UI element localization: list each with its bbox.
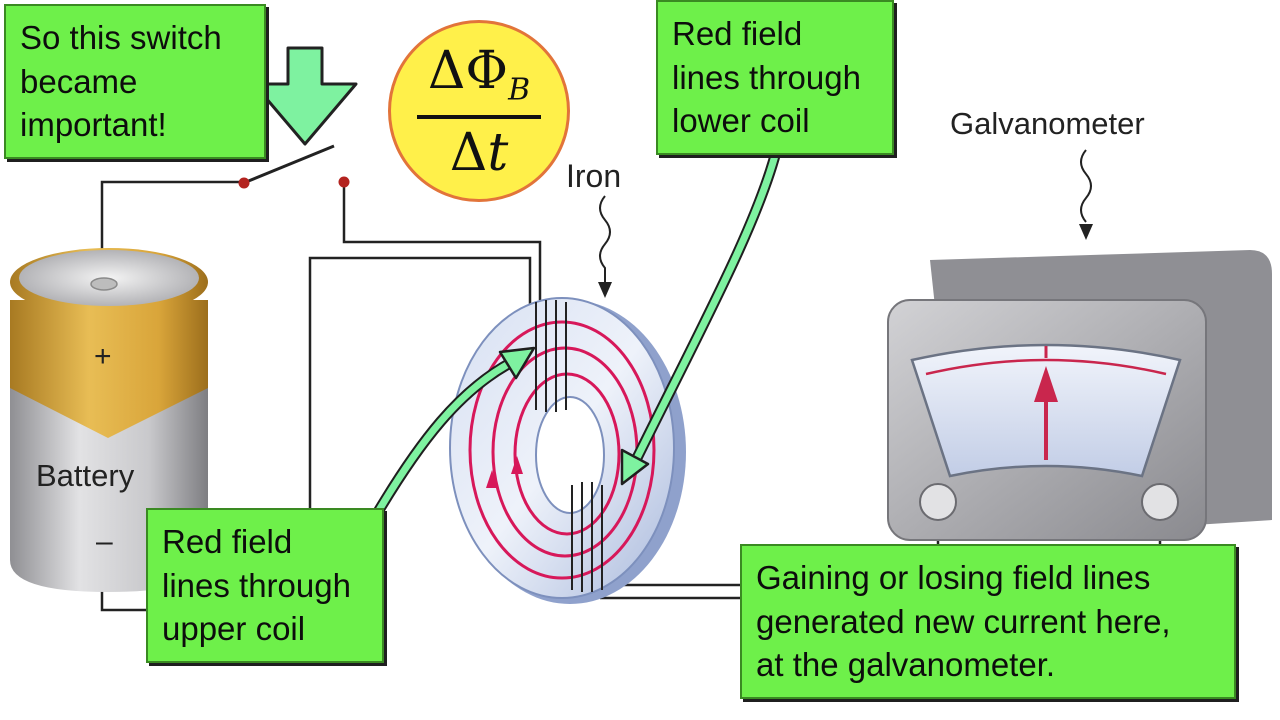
switch [238, 144, 350, 189]
battery-icon [10, 248, 208, 592]
battery-minus-label: – [96, 525, 113, 558]
battery-label: Battery [36, 458, 135, 493]
iron-label: Iron [566, 158, 622, 194]
switch-contact-right [338, 176, 350, 188]
flux-change-formula: ΔΦB Δt [388, 20, 570, 202]
formula-numerator: ΔΦB [427, 41, 531, 108]
formula-fraction-bar [417, 115, 541, 119]
arrow-head-upper [498, 346, 536, 380]
battery-plus-label: + [94, 340, 112, 373]
callout-upper-coil: Red field lines through upper coil [146, 508, 384, 663]
pointer-arrow-down [252, 46, 358, 146]
arrow-head-lower [620, 448, 650, 486]
battery-terminal [90, 277, 118, 291]
galvanometer-label: Galvanometer [950, 106, 1145, 141]
callout-galvanometer-note: Gaining or losing field lines generated … [740, 544, 1236, 699]
upper-coil [535, 300, 567, 412]
galvanometer-needle [1034, 366, 1058, 402]
switch-contact-left [238, 177, 250, 189]
callout-lower-coil: Red field lines through lower coil [656, 0, 894, 155]
iron-toroid [449, 195, 686, 604]
callout-switch-note: So this switch became important! [4, 4, 266, 159]
galvanometer [887, 149, 1272, 541]
circuit-wires [100, 180, 1162, 612]
callout-arrows-fill [368, 140, 782, 526]
formula-denominator: Δt [449, 123, 509, 183]
lower-coil [571, 482, 603, 592]
iron-squiggle [599, 195, 611, 286]
